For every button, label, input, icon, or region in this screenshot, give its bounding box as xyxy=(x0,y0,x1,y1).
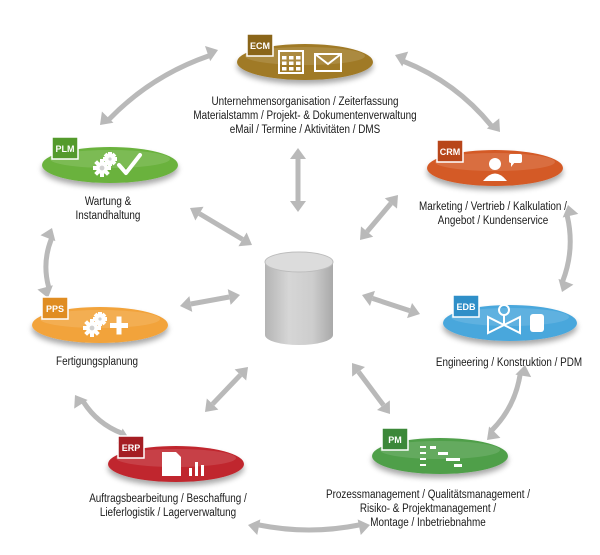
node-crm[interactable]: CRM xyxy=(427,139,563,186)
plm-description-line: Wartung & xyxy=(84,196,132,208)
arrow-plm-pps xyxy=(37,228,56,298)
pm-description-line: Prozessmanagement / Qualitätsmanagement … xyxy=(326,489,530,501)
crm-tag-box xyxy=(436,139,464,163)
node-ecm[interactable]: ECM xyxy=(237,33,373,80)
pps-tag-box xyxy=(41,296,69,320)
arrow-crm-edb xyxy=(558,205,579,292)
pps-description-line: Fertigungsplanung xyxy=(56,356,138,368)
arrow-db-crm xyxy=(360,195,398,240)
pm-tag-box xyxy=(381,427,409,451)
central-database xyxy=(264,251,334,345)
erp-tag-box xyxy=(117,435,145,459)
erp-description: Auftragsbearbeitung / Beschaffung / Liefe… xyxy=(0,492,340,520)
valve-tank-icon xyxy=(487,304,544,335)
connector-arrows xyxy=(37,46,579,536)
pm-tag: PM xyxy=(388,435,402,445)
node-edb[interactable]: EDB xyxy=(443,294,577,341)
user-chat-icon xyxy=(483,154,522,181)
node-erp[interactable]: ERP xyxy=(108,435,244,482)
ecm-description-line: Materialstamm / Projekt- & Dokumentenver… xyxy=(193,110,417,122)
arrow-db-plm xyxy=(190,206,252,247)
erp-description-line: Lieferlogistik / Lagerverwaltung xyxy=(99,507,237,519)
crm-description-line: Angebot / Kundenservice xyxy=(437,215,549,227)
ecm-tag-box xyxy=(246,33,274,57)
crm-description: Marketing / Vertrieb / Kalkulation / Ange… xyxy=(321,200,600,228)
edb-description: Engineering / Konstruktion / PDM xyxy=(337,356,600,370)
ecm-description-line: Unternehmensorganisation / Zeiterfassung xyxy=(211,96,399,108)
plm-description-line: Instandhaltung xyxy=(75,210,141,222)
edb-tag: EDB xyxy=(456,302,476,312)
arrow-db-pps xyxy=(180,289,240,312)
arrow-db-edb xyxy=(362,290,420,319)
envelope-icon xyxy=(314,53,342,72)
edb-description-line: Engineering / Konstruktion / PDM xyxy=(435,357,583,369)
pm-description: Prozessmanagement / Qualitätsmanagement … xyxy=(256,488,600,530)
pm-description-line: Montage / Inbetriebnahme xyxy=(370,517,486,529)
node-pm[interactable]: PM xyxy=(372,427,508,474)
node-plm[interactable]: PLM xyxy=(42,136,178,183)
database-top xyxy=(264,251,334,273)
plm-tag-box xyxy=(51,136,79,160)
gear-check-icon xyxy=(93,152,142,177)
arrow-ecm-crm xyxy=(395,51,500,132)
pps-tag: PPS xyxy=(46,304,64,314)
arrow-db-pm xyxy=(352,363,390,414)
database-body xyxy=(265,262,333,345)
erp-tag: ERP xyxy=(122,443,141,453)
pm-description-line: Risiko- & Projektmanagement / xyxy=(359,503,497,515)
ecm-description-line: eMail / Termine / Aktivitäten / DMS xyxy=(229,124,381,136)
ecm-description: Unternehmensorganisation / Zeiterfassung… xyxy=(133,95,477,137)
gantt-icon xyxy=(420,446,462,467)
arrow-ecm-plm xyxy=(100,46,218,125)
ecm-tag: ECM xyxy=(250,41,270,51)
node-pps[interactable]: PPS xyxy=(32,296,168,343)
crm-tag: CRM xyxy=(440,147,461,157)
plm-tag: PLM xyxy=(56,144,75,154)
arrow-db-erp xyxy=(205,367,248,412)
arrow-db-ecm xyxy=(290,148,306,212)
calendar-icon xyxy=(278,50,304,74)
crm-description-line: Marketing / Vertrieb / Kalkulation / xyxy=(419,201,567,213)
arrow-erp-pm xyxy=(248,519,370,536)
erp-description-line: Auftragsbearbeitung / Beschaffung / xyxy=(89,493,247,505)
gears-plus-icon xyxy=(83,312,128,337)
edb-tag-box xyxy=(452,294,480,318)
pps-description: Fertigungsplanung xyxy=(0,355,269,369)
plm-description: Wartung & Instandhaltung xyxy=(0,195,280,223)
document-chart-icon xyxy=(162,452,204,476)
arrow-edb-pm xyxy=(487,365,532,440)
